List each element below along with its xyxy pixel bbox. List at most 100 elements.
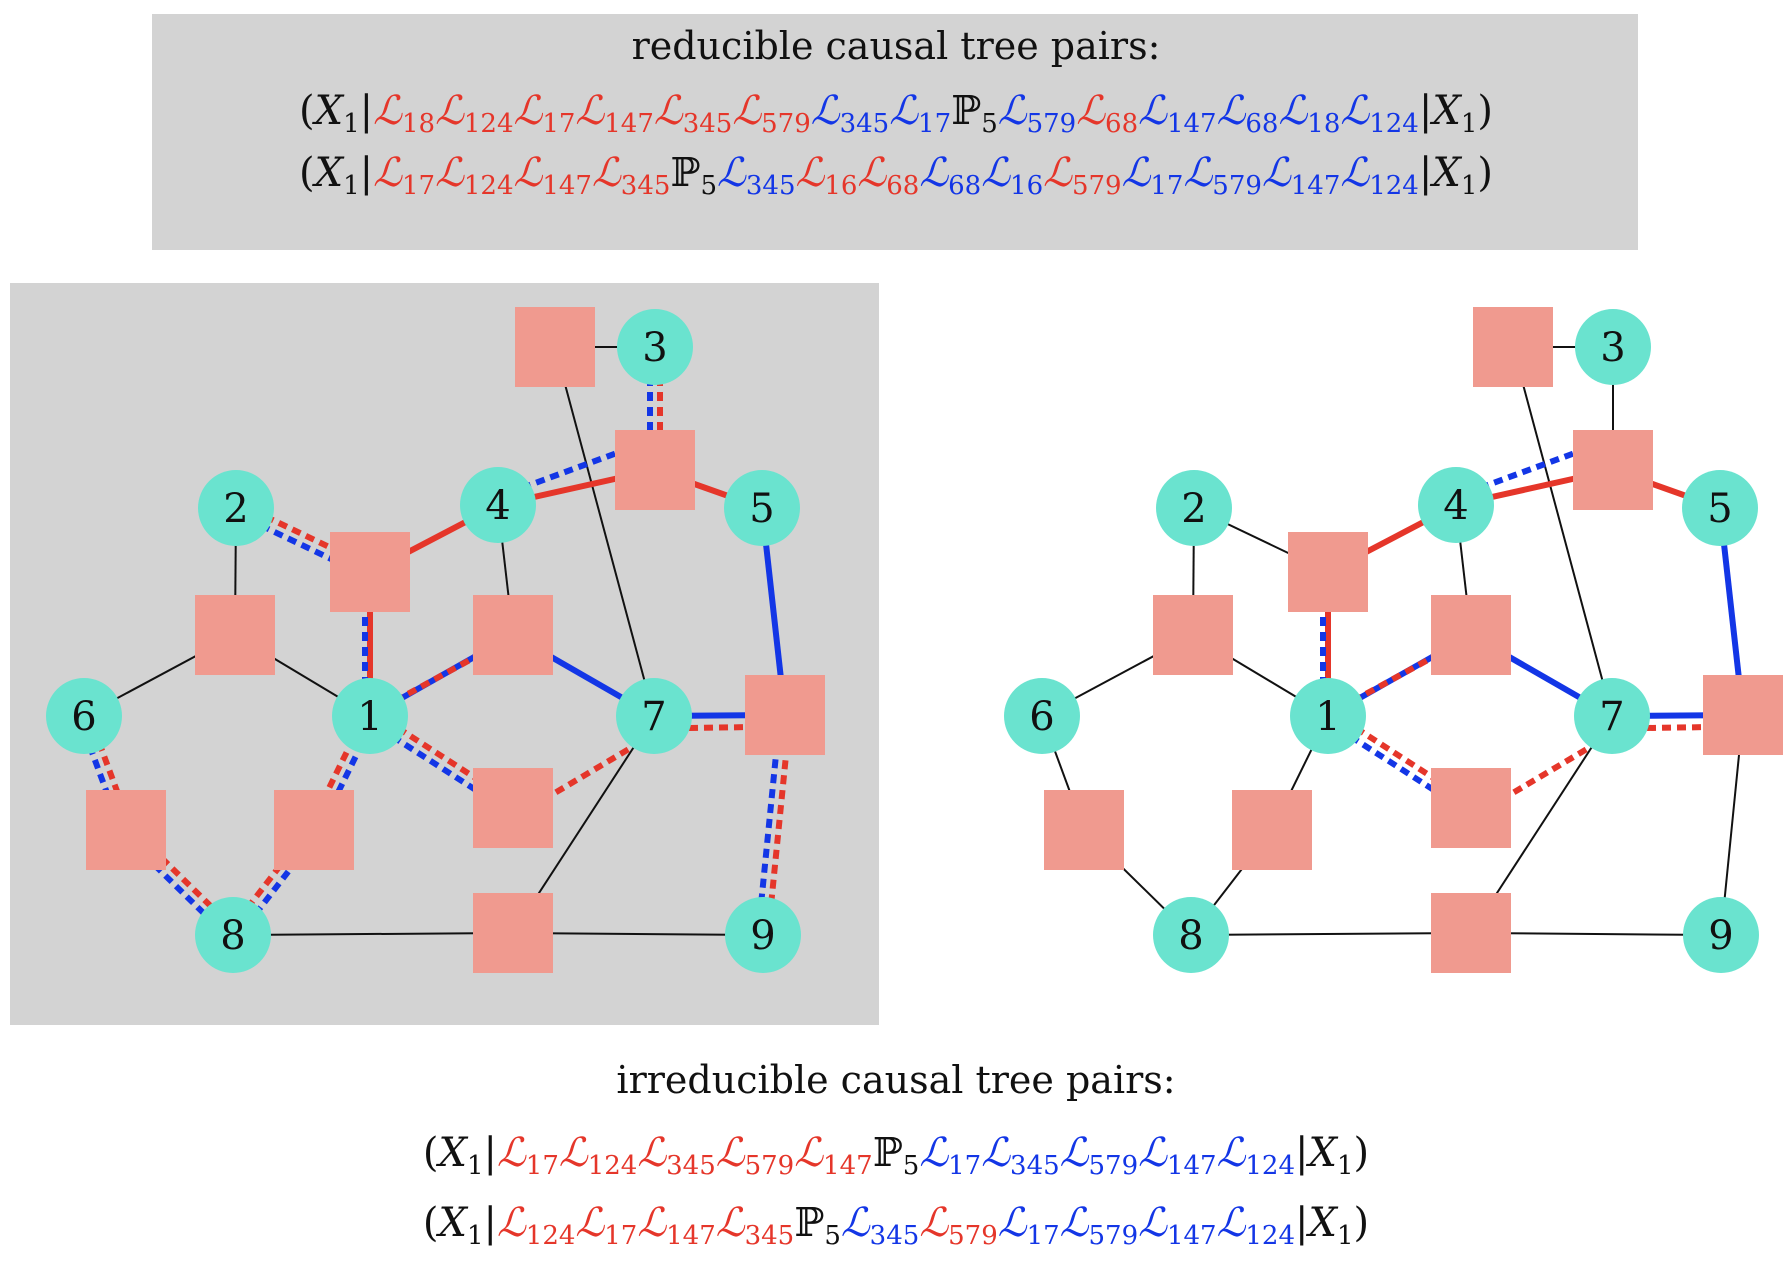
variable-node — [1153, 897, 1229, 973]
factor-square — [473, 893, 553, 973]
factor-square — [515, 307, 595, 387]
variable-node-label: 4 — [485, 483, 510, 529]
formula-token: ℒ579 — [732, 88, 811, 139]
variable-node-label: 1 — [1315, 694, 1340, 740]
formula-token: ( — [299, 88, 315, 134]
formula-token: ℒ124 — [558, 1130, 638, 1181]
edge-red-dashed — [688, 724, 756, 731]
variable-node-label: 8 — [1178, 913, 1203, 959]
variable-node — [1418, 467, 1494, 543]
formula-token: ℒ345 — [981, 1130, 1060, 1181]
edge-red-dashed — [1351, 647, 1448, 704]
formula-token: ℒ147 — [637, 1200, 716, 1251]
formula-token: ) — [1477, 150, 1493, 196]
formula-token: ) — [1353, 1200, 1370, 1246]
formula-token: ℒ17 — [496, 1130, 559, 1181]
variable-node-label: 3 — [642, 325, 667, 371]
variable-node — [1574, 678, 1650, 754]
formula-token: | — [1418, 150, 1433, 196]
edge-red-dashed — [1646, 724, 1714, 731]
irreducible-expression-2: (X1|ℒ124ℒ17ℒ147ℒ345ℙ5ℒ345ℒ579ℒ17ℒ579ℒ147… — [0, 1200, 1792, 1251]
formula-token: ℒ345 — [715, 1200, 795, 1251]
irreducible-title: irreducible causal tree pairs: — [616, 1058, 1176, 1102]
edge — [232, 932, 514, 936]
variable-node-label: 9 — [750, 913, 775, 959]
reducible-graph-panel — [10, 283, 879, 1025]
formula-token: ℒ124 — [1340, 150, 1419, 201]
formula-token: ℒ147 — [1138, 1130, 1217, 1181]
variable-node-label: 1 — [357, 694, 382, 740]
formula-token: ℙ5 — [670, 150, 718, 201]
variable-node — [1683, 897, 1759, 973]
factor-square — [473, 768, 553, 848]
formula-token: ℒ124 — [1340, 88, 1419, 139]
formula-token: | — [1295, 1130, 1309, 1176]
variable-node — [1682, 470, 1758, 546]
formula-token: ℒ17 — [997, 1200, 1060, 1251]
formula-token: ( — [422, 1130, 439, 1176]
formula-token: ) — [1477, 88, 1493, 134]
variable-node-label: 2 — [1181, 486, 1206, 532]
factor-square — [1573, 430, 1653, 510]
edge — [554, 346, 655, 717]
formula-token: ( — [422, 1200, 439, 1246]
formula-token: ℒ345 — [810, 88, 890, 139]
variable-node — [617, 309, 693, 385]
edge — [512, 932, 764, 936]
variable-node-label: 4 — [1443, 483, 1468, 529]
formula-token: X1 — [314, 150, 360, 201]
formula-token: ℒ17 — [373, 150, 436, 201]
variable-node — [46, 678, 122, 754]
variable-node — [724, 470, 800, 546]
formula-token: ℒ124 — [435, 88, 514, 139]
formula-token: ℒ68 — [1216, 88, 1279, 139]
formula-token: ℒ579 — [1059, 1130, 1139, 1181]
variable-node-label: 6 — [1029, 694, 1054, 740]
formula-token: X1 — [438, 1200, 484, 1251]
formula-token: | — [359, 150, 374, 196]
variable-node — [1575, 309, 1651, 385]
formula-token: | — [483, 1200, 497, 1246]
variable-node — [1156, 470, 1232, 546]
formula-token: X1 — [438, 1130, 484, 1181]
variable-node-label: 7 — [641, 694, 666, 740]
variable-node — [1290, 678, 1366, 754]
factor-square — [274, 790, 354, 870]
irreducible-expression-1: (X1|ℒ17ℒ124ℒ345ℒ579ℒ147ℙ5ℒ17ℒ345ℒ579ℒ147… — [0, 1130, 1792, 1181]
formula-token: ( — [299, 150, 315, 196]
variable-node — [616, 678, 692, 754]
formula-token: X1 — [1308, 1200, 1354, 1251]
formula-token: ℙ5 — [794, 1200, 841, 1251]
formula-token: ℒ147 — [1261, 150, 1341, 201]
formula-token: ℒ579 — [919, 1200, 998, 1251]
variable-node — [195, 897, 271, 973]
factor-square — [1431, 893, 1511, 973]
formula-token: ) — [1353, 1130, 1370, 1176]
formula-token: | — [1418, 88, 1433, 134]
variable-node-label: 5 — [1707, 486, 1732, 532]
variable-node — [725, 897, 801, 973]
factor-square — [1288, 532, 1368, 612]
formula-token: ℒ147 — [575, 88, 654, 139]
formula-token: ℙ5 — [872, 1130, 920, 1181]
formula-token: ℒ17 — [575, 1200, 638, 1251]
factor-square — [615, 430, 695, 510]
variable-node-label: 3 — [1600, 325, 1625, 371]
variable-node — [1004, 678, 1080, 754]
variable-node-label: 2 — [223, 486, 248, 532]
variable-node-label: 7 — [1599, 694, 1624, 740]
variable-node — [332, 678, 408, 754]
factor-square — [195, 595, 275, 675]
formula-token: ℒ124 — [435, 150, 514, 201]
factor-square — [1473, 307, 1553, 387]
factor-square — [473, 595, 553, 675]
variable-node — [460, 467, 536, 543]
formula-token: ℒ345 — [591, 150, 671, 201]
formula-token: ℒ345 — [717, 150, 796, 201]
factor-square — [330, 532, 410, 612]
formula-token: ℒ124 — [1216, 1200, 1296, 1251]
variable-node-label: 8 — [220, 913, 245, 959]
